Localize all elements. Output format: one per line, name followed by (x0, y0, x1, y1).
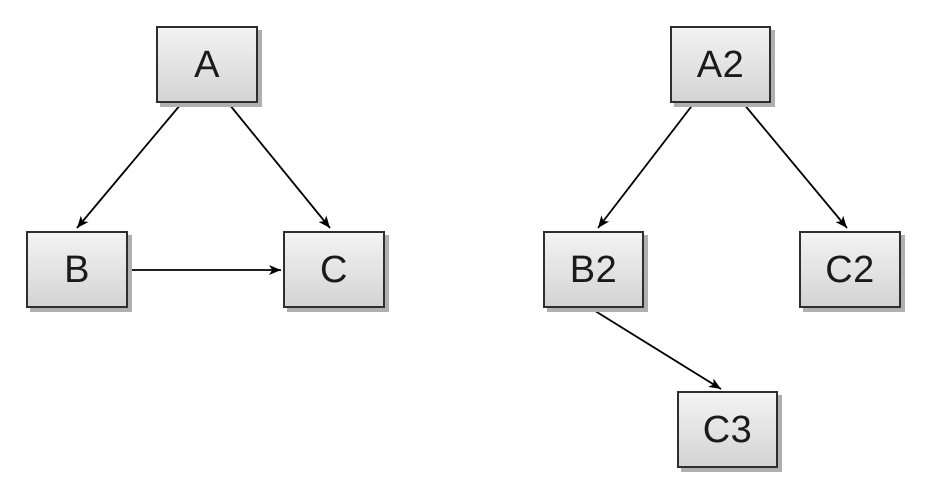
edge-A2-to-B2 (597, 102, 695, 229)
node-C2-label: C2 (825, 248, 875, 291)
node-C2[interactable]: C2 (799, 231, 901, 308)
node-A-label: A (194, 43, 220, 86)
node-A2-label: A2 (696, 43, 745, 86)
edge-A-to-C (228, 103, 331, 229)
node-C-label: C (320, 248, 348, 291)
node-B-label: B (64, 248, 90, 291)
edge-B2-to-C3 (591, 308, 722, 390)
node-B[interactable]: B (26, 231, 128, 308)
node-A2[interactable]: A2 (670, 26, 771, 103)
node-C[interactable]: C (283, 231, 385, 308)
node-C3-label: C3 (702, 408, 753, 451)
node-A[interactable]: A (156, 26, 258, 103)
node-B2-label: B2 (569, 248, 618, 291)
edge-A-to-B (76, 103, 182, 229)
node-B2[interactable]: B2 (543, 231, 644, 308)
node-C3[interactable]: C3 (677, 391, 778, 468)
edge-A2-to-C2 (742, 102, 848, 229)
